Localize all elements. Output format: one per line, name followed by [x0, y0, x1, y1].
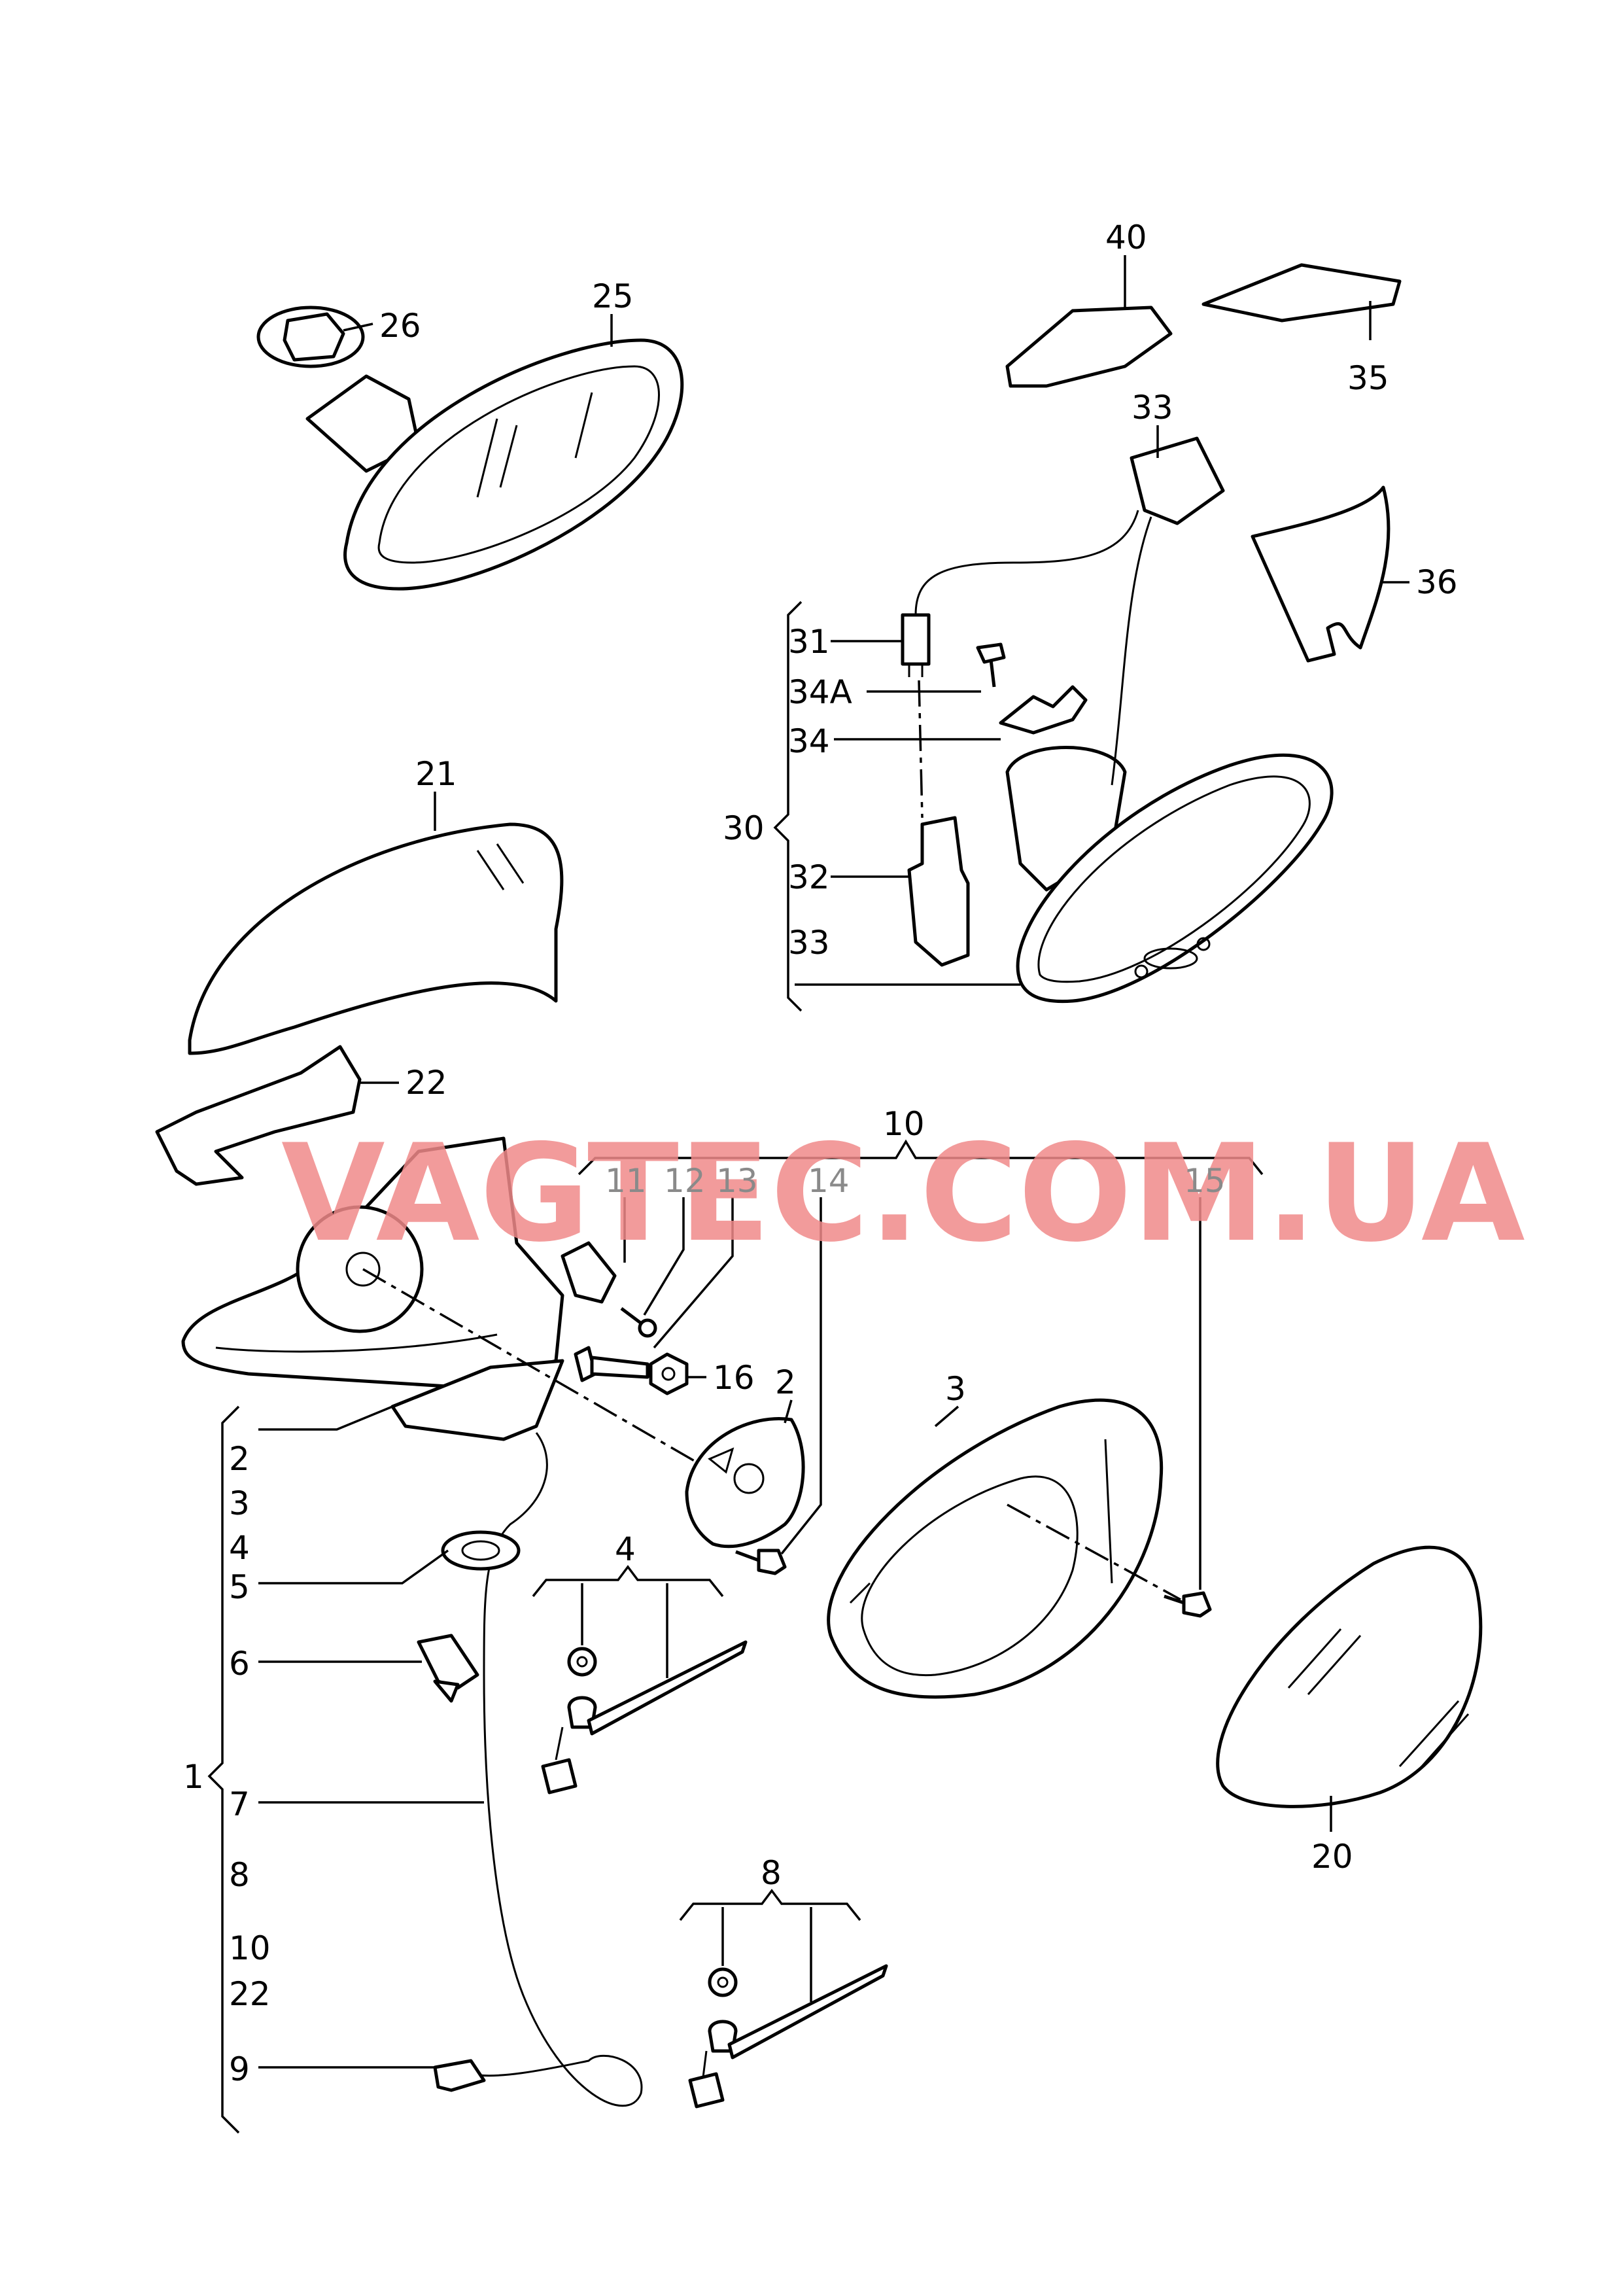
- trim-cover-36: [1251, 485, 1391, 663]
- connector-33-top: [914, 436, 1225, 786]
- screw-15: [1164, 1591, 1212, 1618]
- mirror-glass-20: [1216, 1545, 1483, 1808]
- bolt-13: [574, 1346, 649, 1382]
- label-7: 7: [229, 1785, 250, 1823]
- alignment-line-base-plate: [362, 1268, 697, 1463]
- label-22-list: 22: [229, 1975, 271, 2013]
- cable-tie-8: [688, 1964, 888, 2109]
- interior-mirror-25: [305, 338, 684, 591]
- connector-9: [433, 2059, 486, 2092]
- connector-31: [901, 613, 931, 677]
- label-14: 14: [808, 1162, 850, 1200]
- leader-lines: [207, 255, 1409, 2134]
- screw-14: [735, 1549, 787, 1575]
- cover-plate-35: [1201, 263, 1402, 323]
- label-8-tie: 8: [761, 1854, 782, 1892]
- label-22-top: 22: [406, 1064, 447, 1102]
- label-26: 26: [379, 307, 421, 345]
- watermark-text: VAGTEC.COM.UA: [281, 1116, 1525, 1272]
- label-1: 1: [183, 1758, 204, 1796]
- label-34: 34: [788, 722, 830, 760]
- label-30: 30: [723, 809, 765, 847]
- label-9: 9: [229, 2050, 250, 2088]
- label-12: 12: [664, 1162, 706, 1200]
- bracket-32: [907, 816, 970, 967]
- cable-harness-7: [470, 1432, 643, 2107]
- label-15: 15: [1184, 1162, 1226, 1200]
- mirror-frame-3: [827, 1398, 1164, 1699]
- label-11: 11: [605, 1162, 647, 1200]
- label-34A: 34A: [788, 673, 852, 711]
- label-36: 36: [1416, 563, 1458, 601]
- label-10-top: 10: [883, 1105, 925, 1143]
- screw-12: [620, 1307, 657, 1338]
- label-13: 13: [716, 1162, 758, 1200]
- mirror-mount-cap-26: [256, 306, 365, 368]
- clip-11: [561, 1241, 617, 1304]
- label-21: 21: [415, 755, 457, 793]
- label-2-carrier: 2: [775, 1363, 796, 1401]
- label-4-tie: 4: [615, 1530, 636, 1568]
- callout-labels: 40 35 33 36 26 25 31 34A 34 30 32 33 21 …: [183, 219, 1458, 2088]
- label-16: 16: [713, 1359, 755, 1397]
- carrier-plate-2: [685, 1417, 805, 1549]
- clip-6: [417, 1634, 479, 1703]
- label-5: 5: [229, 1568, 250, 1606]
- label-2-list: 2: [229, 1440, 250, 1478]
- label-32: 32: [788, 858, 830, 896]
- label-25: 25: [592, 277, 634, 315]
- label-35: 35: [1347, 359, 1389, 397]
- grommet-5: [441, 1530, 521, 1571]
- housing-cap-21: [188, 822, 564, 1055]
- label-3-list: 3: [229, 1484, 250, 1522]
- label-20: 20: [1311, 1838, 1353, 1876]
- auto-dimming-mirror-30: [1005, 746, 1334, 1004]
- nut-16: [649, 1352, 689, 1395]
- label-8-list: 8: [229, 1856, 250, 1894]
- cable-tie-4: [541, 1640, 748, 1795]
- label-33-bottom: 33: [788, 924, 830, 962]
- rain-sensor-cover-40: [1005, 306, 1173, 388]
- label-3-frame: 3: [945, 1370, 966, 1408]
- label-40: 40: [1105, 219, 1147, 256]
- alignment-line-frame-screw: [1007, 1503, 1181, 1601]
- label-6: 6: [229, 1645, 250, 1683]
- bracket-22: [155, 1045, 362, 1186]
- label-4-list: 4: [229, 1529, 250, 1567]
- label-10-list: 10: [229, 1929, 271, 1967]
- mirror-base-assembly-1: [181, 1136, 564, 1441]
- alignment-line-31-32: [918, 680, 924, 818]
- clip-34: [999, 685, 1088, 735]
- label-33-top: 33: [1132, 389, 1173, 427]
- label-31: 31: [788, 623, 830, 661]
- screw-34A: [976, 642, 1006, 688]
